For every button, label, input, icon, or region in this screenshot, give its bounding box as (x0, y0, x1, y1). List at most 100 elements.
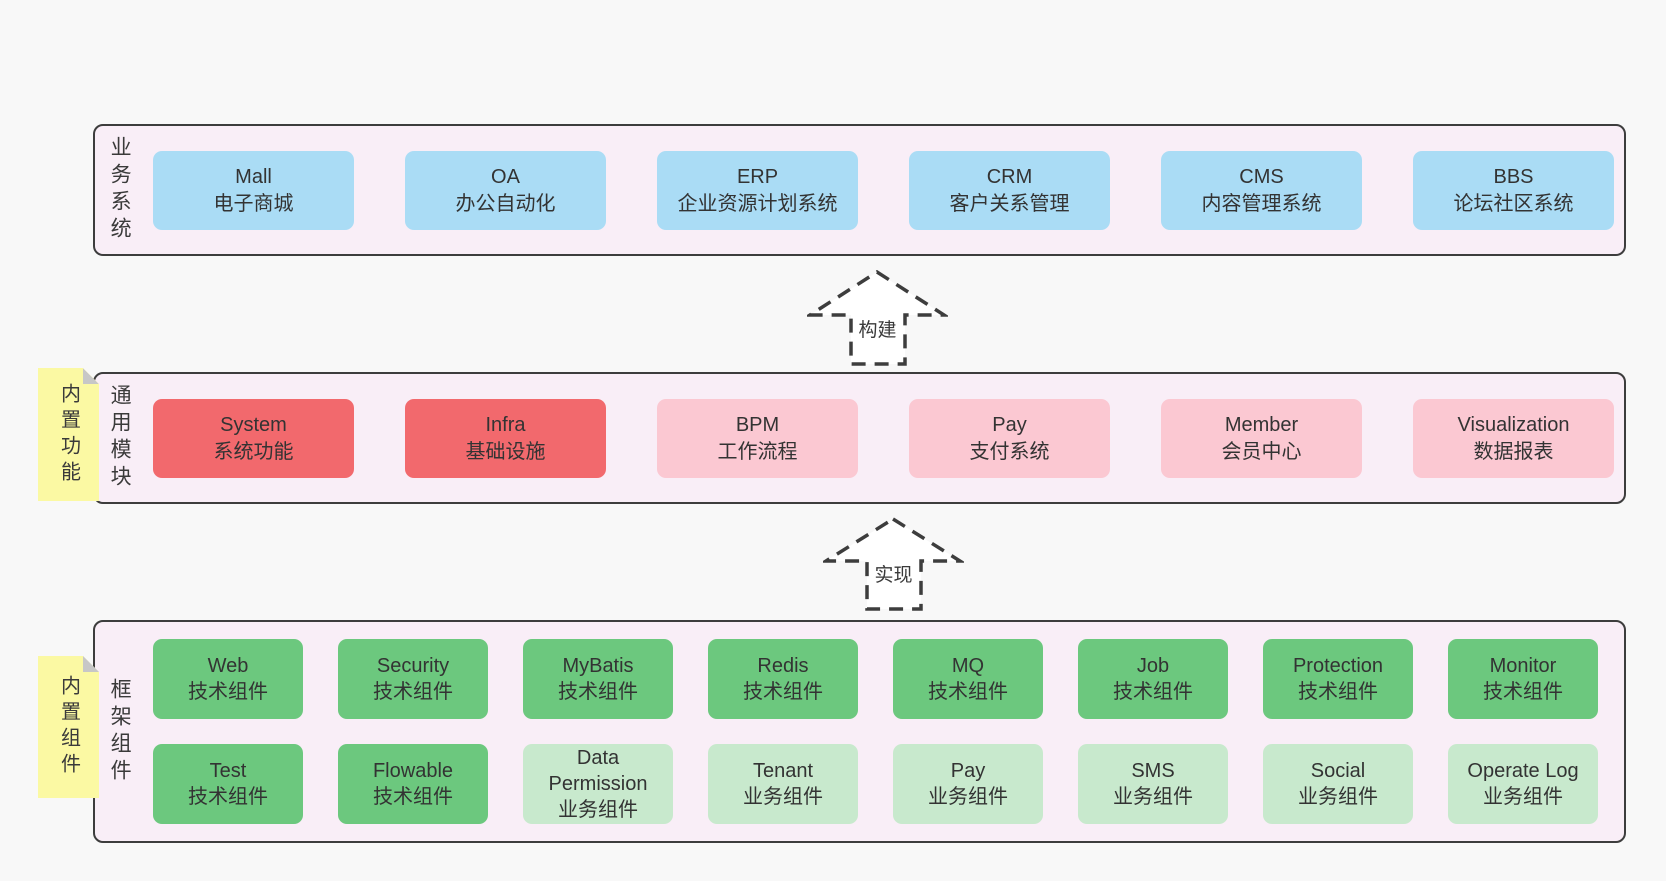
up-arrow-implement-icon: 实现 (823, 517, 964, 612)
box-subtitle: 客户关系管理 (949, 192, 1070, 215)
box-subtitle: 系统功能 (213, 440, 294, 463)
box-erp: ERP 企业资源计划系统 (657, 151, 858, 230)
box-title: Social (1310, 760, 1366, 782)
box-subtitle: 业务组件 (928, 786, 1008, 808)
sticky-note-label: 内置功能 (57, 382, 80, 487)
box-job: Job 技术组件 (1078, 639, 1228, 719)
sticky-note-builtin-features: 内置功能 (38, 368, 99, 501)
box-bpm: BPM 工作流程 (657, 399, 858, 478)
box-subtitle: 基础设施 (465, 440, 546, 463)
box-title: OA (491, 165, 520, 188)
box-subtitle: 办公自动化 (455, 192, 556, 215)
box-title: Test (209, 760, 247, 782)
box-mybatis: MyBatis 技术组件 (523, 639, 673, 719)
box-subtitle: 业务组件 (1113, 786, 1193, 808)
panel-components-label: 框架组件 (108, 677, 132, 786)
box-title: ERP (736, 165, 779, 188)
box-subtitle: 技术组件 (1113, 681, 1193, 703)
box-oa: OA 办公自动化 (405, 151, 606, 230)
modules-box-row: System 系统功能 Infra 基础设施 BPM 工作流程 Pay 支付系统… (153, 399, 1614, 478)
sticky-note-label: 内置组件 (57, 675, 80, 779)
panel-business-systems: 业务系统 Mall 电子商城 OA 办公自动化 ERP 企业资源计划系统 CRM… (93, 124, 1626, 256)
box-subtitle: 业务组件 (743, 786, 823, 808)
sticky-note-builtin-components: 内置组件 (38, 656, 99, 798)
box-title: System (220, 413, 287, 436)
box-title: Web (207, 655, 249, 677)
box-title: Member (1224, 413, 1299, 436)
box-title: Data Permission (548, 747, 648, 795)
box-bbs: BBS 论坛社区系统 (1413, 151, 1614, 230)
box-pay-component: Pay 业务组件 (893, 744, 1043, 824)
box-title: Job (1136, 655, 1170, 677)
components-box-row-2: Test 技术组件 Flowable 技术组件 Data Permission … (153, 744, 1598, 824)
box-crm: CRM 客户关系管理 (909, 151, 1110, 230)
box-redis: Redis 技术组件 (708, 639, 858, 719)
box-title: CMS (1239, 165, 1284, 188)
box-title: MyBatis (562, 655, 634, 677)
box-subtitle: 技术组件 (1483, 681, 1563, 703)
box-subtitle: 技术组件 (743, 681, 823, 703)
box-title: CRM (986, 165, 1033, 188)
box-tenant: Tenant 业务组件 (708, 744, 858, 824)
up-arrow-build-icon: 构建 (807, 270, 948, 367)
box-cms: CMS 内容管理系统 (1161, 151, 1362, 230)
box-web: Web 技术组件 (153, 639, 303, 719)
box-title: Infra (485, 413, 526, 436)
box-title: BBS (1493, 165, 1534, 188)
box-title: MQ (951, 655, 985, 677)
panel-business-label: 业务系统 (108, 136, 132, 244)
box-subtitle: 支付系统 (969, 440, 1050, 463)
arrow-build-label: 构建 (856, 315, 899, 342)
box-title: Pay (950, 760, 986, 782)
business-box-row: Mall 电子商城 OA 办公自动化 ERP 企业资源计划系统 CRM 客户关系… (153, 151, 1614, 230)
box-mall: Mall 电子商城 (153, 151, 354, 230)
box-system: System 系统功能 (153, 399, 354, 478)
box-title: Tenant (752, 760, 814, 782)
panel-common-modules: 通用模块 System 系统功能 Infra 基础设施 BPM 工作流程 Pay… (93, 372, 1626, 504)
box-subtitle: 技术组件 (558, 681, 638, 703)
box-member: Member 会员中心 (1161, 399, 1362, 478)
box-subtitle: 电子商城 (213, 192, 294, 215)
panel-framework-components: 框架组件 Web 技术组件 Security 技术组件 MyBatis 技术组件… (93, 620, 1626, 843)
box-sms: SMS 业务组件 (1078, 744, 1228, 824)
box-protection: Protection 技术组件 (1263, 639, 1413, 719)
box-subtitle: 业务组件 (558, 799, 638, 821)
box-title: Operate Log (1467, 760, 1579, 782)
box-subtitle: 业务组件 (1298, 786, 1378, 808)
box-subtitle: 企业资源计划系统 (677, 192, 838, 215)
box-subtitle: 业务组件 (1483, 786, 1563, 808)
box-title: Security (376, 655, 450, 677)
box-subtitle: 技术组件 (373, 786, 453, 808)
box-subtitle: 技术组件 (1298, 681, 1378, 703)
box-title: Monitor (1489, 655, 1557, 677)
box-title: Mall (235, 165, 272, 188)
box-data-permission: Data Permission 业务组件 (523, 744, 673, 824)
box-mq: MQ 技术组件 (893, 639, 1043, 719)
arrow-implement-label: 实现 (872, 560, 915, 587)
box-subtitle: 内容管理系统 (1201, 192, 1322, 215)
box-visualization: Visualization 数据报表 (1413, 399, 1614, 478)
box-subtitle: 论坛社区系统 (1453, 192, 1574, 215)
box-title: Protection (1292, 655, 1384, 677)
box-title: Flowable (372, 760, 454, 782)
box-subtitle: 会员中心 (1221, 440, 1302, 463)
box-pay-module: Pay 支付系统 (909, 399, 1110, 478)
box-operate-log: Operate Log 业务组件 (1448, 744, 1598, 824)
box-subtitle: 技术组件 (188, 786, 268, 808)
box-subtitle: 技术组件 (373, 681, 453, 703)
box-test: Test 技术组件 (153, 744, 303, 824)
box-security: Security 技术组件 (338, 639, 488, 719)
box-social: Social 业务组件 (1263, 744, 1413, 824)
box-subtitle: 技术组件 (928, 681, 1008, 703)
box-flowable: Flowable 技术组件 (338, 744, 488, 824)
box-infra: Infra 基础设施 (405, 399, 606, 478)
box-title: SMS (1131, 760, 1175, 782)
box-title: Redis (757, 655, 809, 677)
box-subtitle: 技术组件 (188, 681, 268, 703)
box-monitor: Monitor 技术组件 (1448, 639, 1598, 719)
box-title: Pay (992, 413, 1027, 436)
components-box-row-1: Web 技术组件 Security 技术组件 MyBatis 技术组件 Redi… (153, 639, 1598, 719)
box-title: BPM (735, 413, 780, 436)
box-subtitle: 工作流程 (717, 440, 798, 463)
box-title: Visualization (1457, 413, 1570, 436)
